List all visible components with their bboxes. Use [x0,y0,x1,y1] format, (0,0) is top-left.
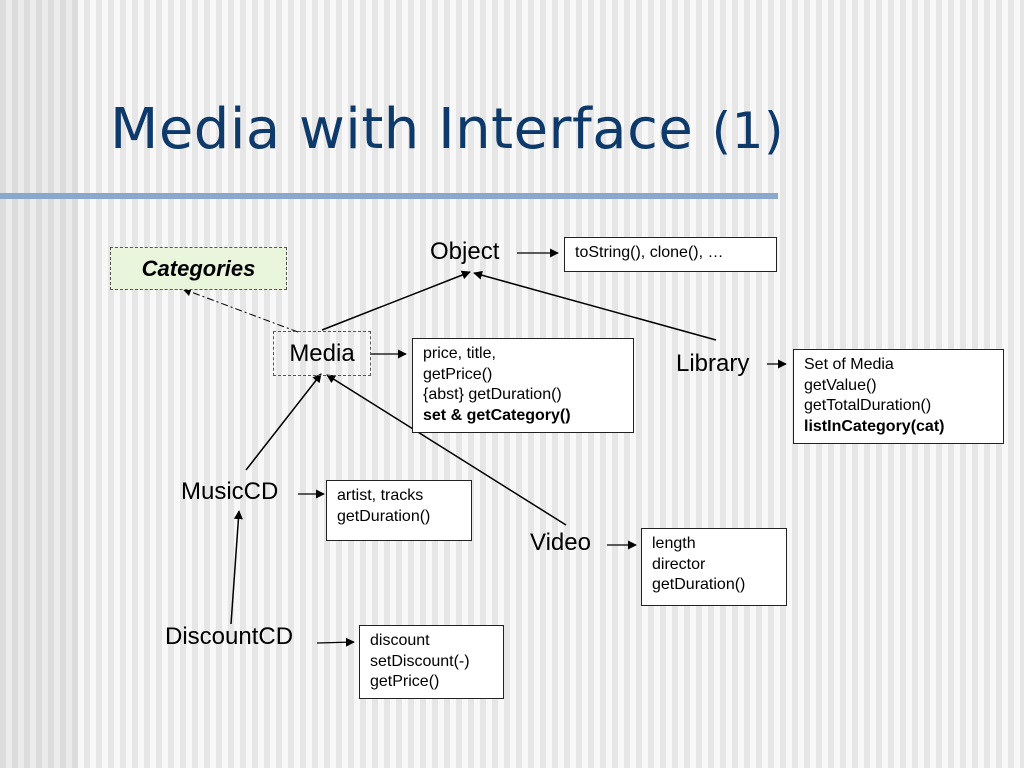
object-member-line: toString(), clone(), … [575,244,724,261]
node-video: Video [530,529,591,556]
library-member-line: getValue() [804,376,877,394]
discountcd-member-line: getPrice() [370,673,440,690]
video-member-line: length [652,535,696,552]
arrow-media-to-categories [182,287,299,333]
media-member-line: getPrice() [423,365,493,383]
video-member-line: getDuration() [652,576,746,593]
video-members-box: length director getDuration() [641,528,787,606]
media-member-line: price, title, [423,345,496,362]
video-member-line: director [652,555,706,573]
arrow-musiccd-to-media [245,373,322,471]
library-members-box: Set of Media getValue() getTotalDuration… [793,349,1004,444]
media-members-box: price, title, getPrice() {abst} getDurat… [412,338,634,433]
musiccd-member-line: getDuration() [337,507,431,525]
library-member-line: Set of Media [804,356,894,373]
library-member-line: getTotalDuration() [804,397,932,414]
node-musiccd: MusicCD [181,478,279,505]
discountcd-member-line: setDiscount(-) [370,652,470,670]
node-object: Object [430,238,500,265]
node-library: Library [676,350,750,377]
media-member-line-bold: set & getCategory() [423,406,571,424]
title-underline [0,193,778,199]
arrow-video-to-media [326,374,567,526]
arrow-media-to-object [321,270,471,331]
left-stripe-band [0,0,78,768]
arrow-discountcd-to-musiccd [230,510,243,625]
arrow-library-to-object [473,270,717,341]
arrow-discountcd-detail [316,637,355,647]
slide-title-suffix: (1) [711,102,784,160]
discountcd-member-line: discount [370,632,430,649]
library-member-line-bold: listInCategory(cat) [804,417,945,435]
node-media: Media [273,331,371,376]
node-categories-interface: Categories [110,247,287,290]
slide-title: Media with Interface (1) [110,102,784,158]
media-member-line: {abst} getDuration() [423,386,562,403]
node-discountcd: DiscountCD [165,623,294,650]
musiccd-members-box: artist, tracks getDuration() [326,480,472,541]
slide-title-main: Media with Interface [110,97,694,162]
musiccd-member-line: artist, tracks [337,487,424,504]
discountcd-members-box: discount setDiscount(-) getPrice() [359,625,504,699]
object-members-box: toString(), clone(), … [564,237,777,272]
